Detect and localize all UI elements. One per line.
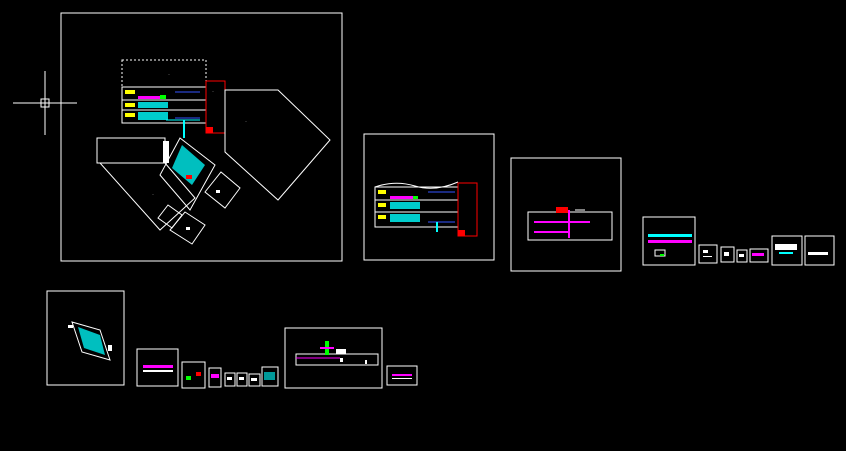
detail-sheet-bottom-right[interactable] xyxy=(386,365,418,386)
sheet-elevation-small[interactable] xyxy=(642,216,696,266)
detail-sheets-right[interactable] xyxy=(698,235,835,266)
crosshair-cursor-icon xyxy=(13,71,77,135)
site-plan-right-label: — xyxy=(245,121,247,123)
sheet-section[interactable] xyxy=(510,157,622,272)
sheet-building-plan[interactable] xyxy=(363,133,495,261)
sheet-site-plan[interactable]: — — — — xyxy=(60,12,343,262)
detail-sheets-bottom[interactable] xyxy=(136,348,279,389)
site-plan-red-label: — xyxy=(212,91,214,93)
site-plan-center-label: — xyxy=(152,194,154,196)
site-plan-top-label: — xyxy=(168,74,170,76)
sheet-rotated-block[interactable] xyxy=(46,290,125,386)
sheet-elevation-large[interactable] xyxy=(284,327,383,389)
